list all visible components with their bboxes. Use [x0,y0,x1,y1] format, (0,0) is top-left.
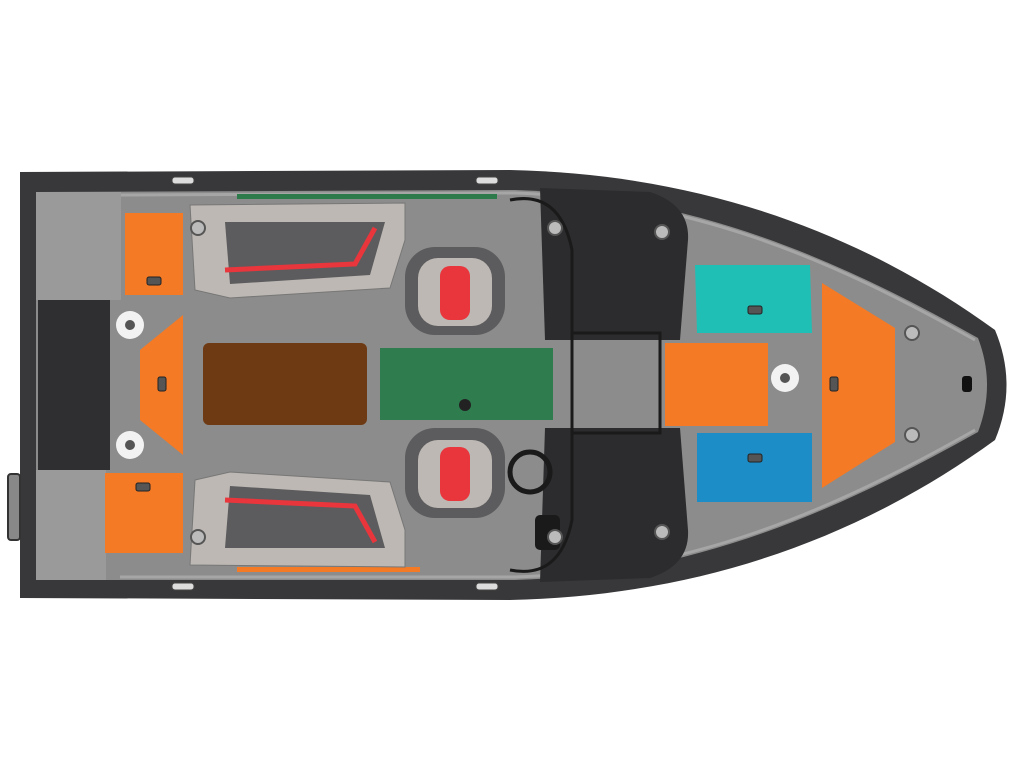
storage-hatch-bow[interactable] [822,283,895,488]
hatch-latch-icon [135,482,151,492]
bow-hatch-blue[interactable] [697,433,812,502]
captain-seat-bottom[interactable] [405,428,505,518]
grab-rail-top [509,197,574,333]
stern-step-bottom [36,470,106,580]
bolt-icon [654,524,670,540]
hatch-latch-icon [829,376,839,392]
bolt-icon [547,529,563,545]
rail-green [237,194,497,199]
cup-holder-center [780,373,790,383]
stern-step-top [36,192,121,300]
hatch-latch-icon [747,453,763,463]
lounge-seat-bottom[interactable] [189,471,406,568]
cleat-icon [475,176,499,185]
windshield-frame [570,331,662,435]
lounge-seat-top[interactable] [189,202,406,299]
bolt-icon [547,220,563,236]
bolt-icon [904,427,920,443]
livewell-hatch[interactable] [695,265,812,333]
hatch-latch-icon [157,376,167,392]
pedestal-base-icon [459,399,471,411]
transom-cleat-icon[interactable] [7,473,21,541]
bolt-icon [904,325,920,341]
cleat-icon [475,582,499,591]
bolt-icon [190,220,206,236]
steering-wheel-icon[interactable] [507,449,553,495]
cleat-icon [171,176,195,185]
table-brown [203,343,367,425]
rail-orange [237,567,420,572]
console-port [540,188,689,340]
hatch-latch-icon [747,305,763,315]
cup-holder-center [125,440,135,450]
cup-holder-center [125,320,135,330]
bolt-icon [190,529,206,545]
cleat-icon [171,582,195,591]
console-starboard [540,428,689,582]
storage-hatch-bow-center[interactable] [665,343,768,426]
stern-well [38,300,110,470]
bolt-icon [654,224,670,240]
captain-seat-top[interactable] [405,247,505,335]
hatch-latch-icon [146,276,162,286]
bow-light [962,376,972,392]
grab-rail-bottom [509,433,574,573]
